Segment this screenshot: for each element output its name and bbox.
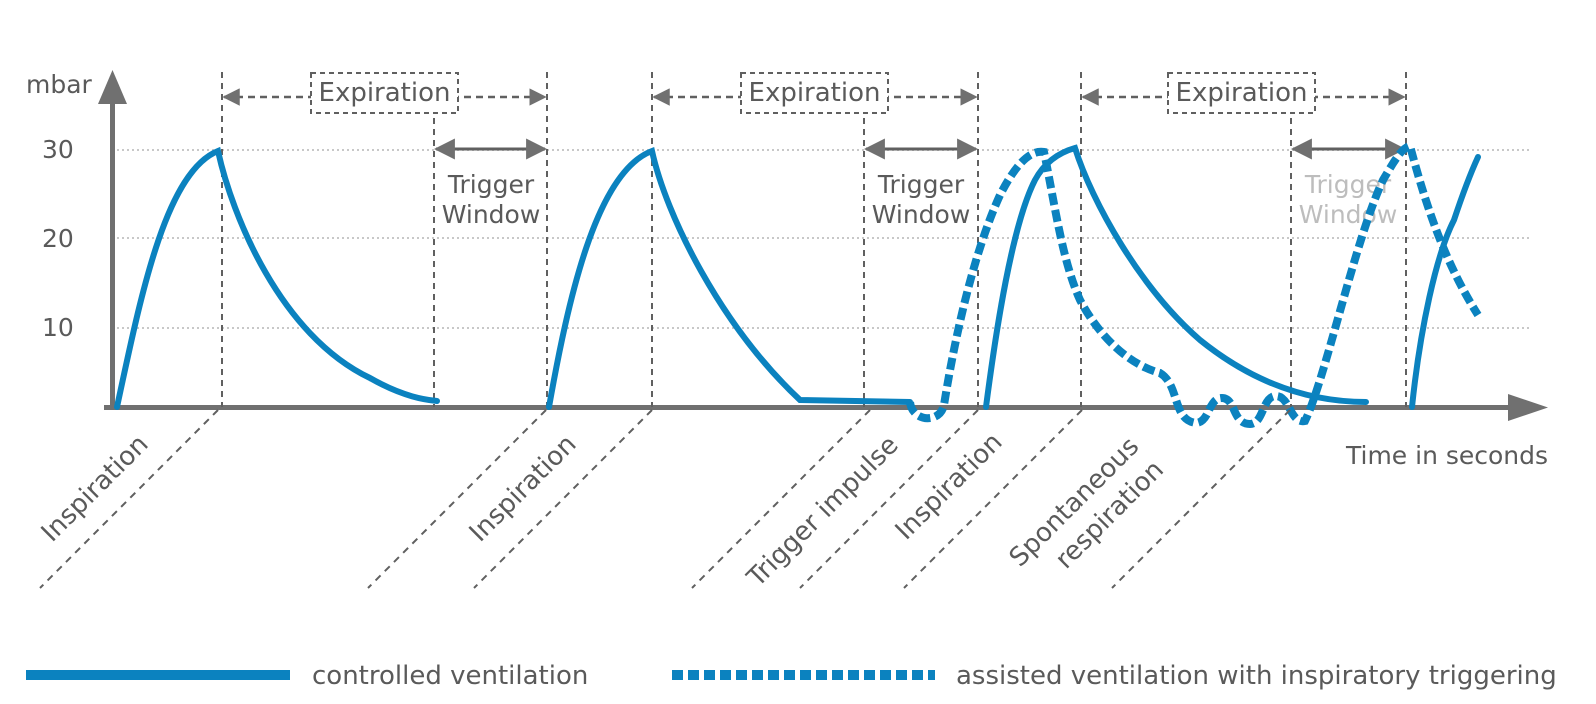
trigger-window-label-line2: Window [872,200,971,229]
assisted-ventilation-curves [906,141,1482,429]
controlled-ventilation-cycle [114,146,440,410]
axes [98,70,1548,421]
y-tick-20: 20 [42,224,74,253]
expiration-label: Expiration [1176,78,1308,108]
event-label-inspiration: Inspiration [36,429,155,548]
expiration-label-boxes [310,72,1316,114]
expiration-label-box [1167,72,1316,114]
cycle-marker-lines [221,72,1407,407]
controlled-ventilation-cycle [1409,154,1481,410]
x-axis-arrowhead [1508,394,1548,421]
trigger-window-label-line2: Window [442,200,541,229]
legend-label-assisted: assisted ventilation with inspiratory tr… [956,661,1557,691]
controlled-ventilation-cycle [546,146,913,410]
legend-label-controlled: controlled ventilation [312,661,588,691]
y-axis-unit: mbar [26,70,93,99]
expiration-label: Expiration [319,78,451,108]
y-axis [110,96,115,410]
y-axis-arrowhead [98,70,127,104]
event-leader-line [799,409,979,589]
legend: controlled ventilation assisted ventilat… [26,661,1557,691]
trigger-window-label-line1: Trigger [447,170,535,199]
event-leader-line [903,409,1083,589]
event-labels: Inspiration Inspiration Trigger impulse … [36,427,1170,593]
event-leader-line [39,409,219,589]
expiration-label-box [310,72,459,114]
event-leader-lines [39,409,1291,589]
x-axis [104,405,1514,410]
x-axis-label: Time in seconds [1345,441,1548,470]
event-leader-line [1111,409,1291,589]
y-tick-30: 30 [42,135,74,164]
assisted-ventilation-breath [906,141,1482,429]
controlled-ventilation-curves [114,144,1481,410]
event-leader-line [473,409,653,589]
event-label-trigger-impulse: Trigger impulse [741,430,905,594]
event-leader-line [691,409,871,589]
expiration-label-box [740,72,889,114]
trigger-window-label-line1: Trigger [877,170,965,199]
trigger-window-label-line2-faded: Window [1299,200,1398,229]
controlled-ventilation-cycle [983,144,1369,410]
event-leader-line [367,409,547,589]
event-label-inspiration: Inspiration [890,427,1009,546]
expiration-label: Expiration [749,78,881,108]
event-label-inspiration: Inspiration [464,429,583,548]
y-tick-10: 10 [42,313,74,342]
